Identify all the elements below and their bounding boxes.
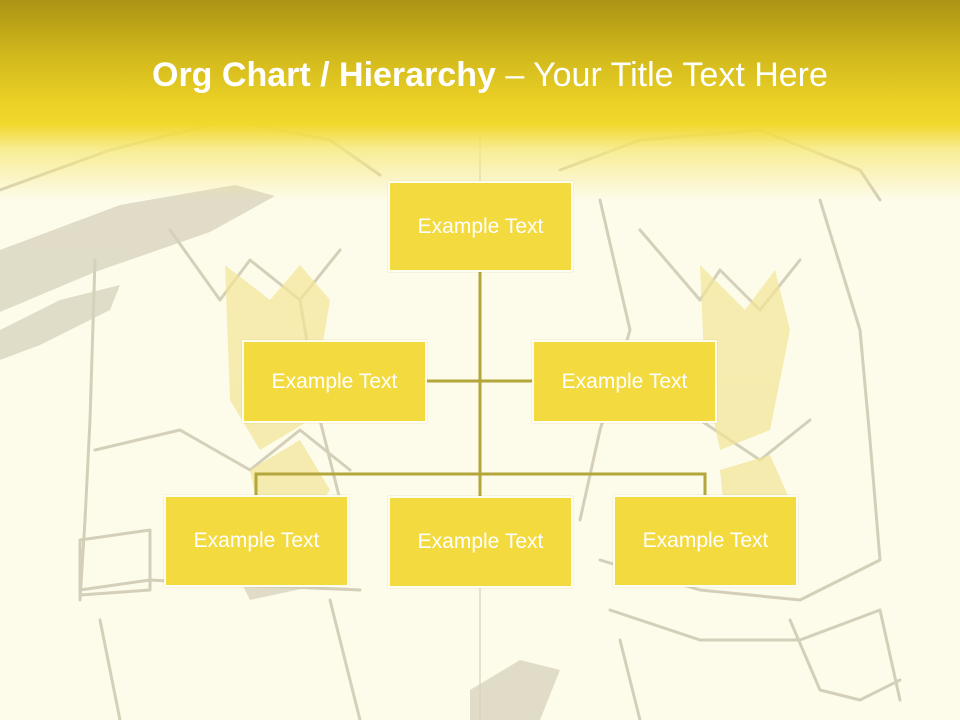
org-node-label: Example Text: [417, 530, 544, 553]
org-node-middle-left[interactable]: Example Text: [242, 340, 427, 423]
org-node-label: Example Text: [417, 214, 544, 238]
title-rest-part: – Your Title Text Here: [505, 56, 828, 94]
org-node-label: Example Text: [642, 529, 769, 552]
org-node-bottom-left[interactable]: Example Text: [164, 495, 349, 587]
org-node-label: Example Text: [271, 369, 398, 393]
title-band: [0, 0, 960, 200]
org-node-bottom-center[interactable]: Example Text: [388, 496, 573, 588]
org-node-label: Example Text: [193, 529, 320, 552]
org-node-top[interactable]: Example Text: [388, 181, 573, 272]
org-node-bottom-right[interactable]: Example Text: [613, 495, 798, 587]
slide-title[interactable]: Org Chart / Hierarchy – Your Title Text …: [152, 52, 942, 98]
org-node-label: Example Text: [561, 369, 688, 393]
org-node-middle-right[interactable]: Example Text: [532, 340, 717, 423]
title-bold-part: Org Chart / Hierarchy: [152, 56, 496, 94]
